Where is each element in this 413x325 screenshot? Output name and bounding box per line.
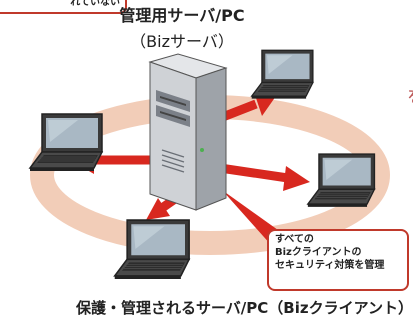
laptop-icon — [29, 113, 103, 172]
callout-line-1: すべての — [275, 234, 314, 245]
arrow-to-right-laptop — [219, 163, 310, 191]
laptop-icon — [251, 49, 314, 100]
client-caption: 保護・管理されるサーバ/PC（Bizクライアント） — [75, 299, 413, 317]
server-tower-icon — [148, 53, 228, 211]
top-note-box: れていない — [0, 0, 127, 14]
top-note-text: れていない — [70, 0, 120, 8]
laptop-icon — [307, 153, 376, 208]
server-subtitle: （Bizサーバ） — [130, 32, 234, 51]
callout-line-3: セキュリティ対策を管理 — [275, 260, 385, 271]
edge-char: を — [407, 86, 413, 110]
callout-box: すべての Bizクライアントの セキュリティ対策を管理 — [267, 229, 409, 291]
server-title: 管理用サーバ/PC — [119, 6, 245, 25]
callout-line-2: Bizクライアントの — [275, 247, 362, 258]
